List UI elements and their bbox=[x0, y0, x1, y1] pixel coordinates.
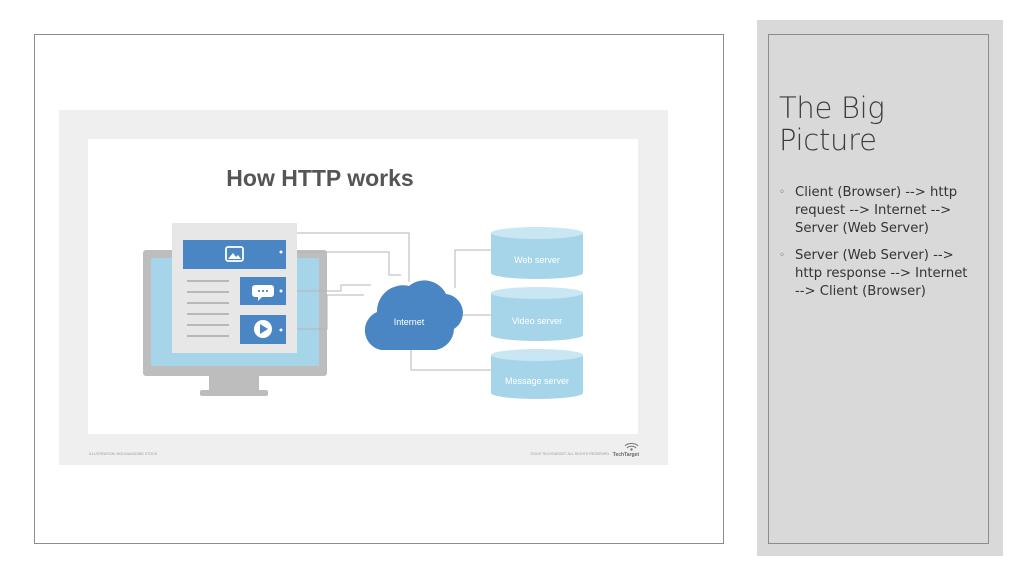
http-diagram: How HTTP works bbox=[88, 139, 640, 458]
bullet-marker-icon: ◦ bbox=[779, 187, 785, 198]
server-web: Web server bbox=[491, 227, 583, 279]
text-lines bbox=[187, 280, 229, 337]
server-label-video: Video server bbox=[512, 316, 562, 326]
server-message: Message server bbox=[491, 349, 583, 399]
image-icon bbox=[225, 246, 244, 262]
cloud-label: Internet bbox=[394, 317, 425, 327]
bullet-list: ◦ Client (Browser) --> http request --> … bbox=[779, 184, 975, 310]
request-connectors bbox=[297, 232, 410, 330]
server-video: Video server bbox=[491, 287, 583, 341]
sidebar-panel: The Big Picture ◦ Client (Browser) --> h… bbox=[757, 20, 1003, 556]
techtarget-logo-icon bbox=[624, 442, 639, 451]
credit-right: ©2019 TECHTARGET. ALL RIGHTS RESERVED. bbox=[530, 452, 610, 456]
bullet-item: ◦ Server (Web Server) --> http response … bbox=[779, 247, 975, 301]
sidebar-frame bbox=[768, 34, 989, 544]
internet-cloud: Internet bbox=[364, 280, 463, 350]
image-block bbox=[183, 240, 286, 269]
bullet-marker-icon: ◦ bbox=[779, 250, 785, 261]
sidebar-title: The Big Picture bbox=[779, 91, 885, 157]
bullet-text: Client (Browser) --> http request --> In… bbox=[795, 185, 958, 236]
bullet-item: ◦ Client (Browser) --> http request --> … bbox=[779, 184, 975, 238]
diagram-title: How HTTP works bbox=[226, 165, 413, 191]
web-page bbox=[172, 223, 297, 353]
credit-left: ILLUSTRATION: MOLINA/ADOBE STOCK bbox=[89, 452, 158, 456]
bullet-text: Server (Web Server) --> http response --… bbox=[795, 248, 968, 299]
chat-icon bbox=[252, 285, 274, 301]
http-diagram-figure: How HTTP works bbox=[59, 110, 668, 465]
logo-text: TechTarget bbox=[613, 452, 640, 458]
server-label-message: Message server bbox=[505, 376, 569, 386]
server-label-web: Web server bbox=[514, 255, 560, 265]
